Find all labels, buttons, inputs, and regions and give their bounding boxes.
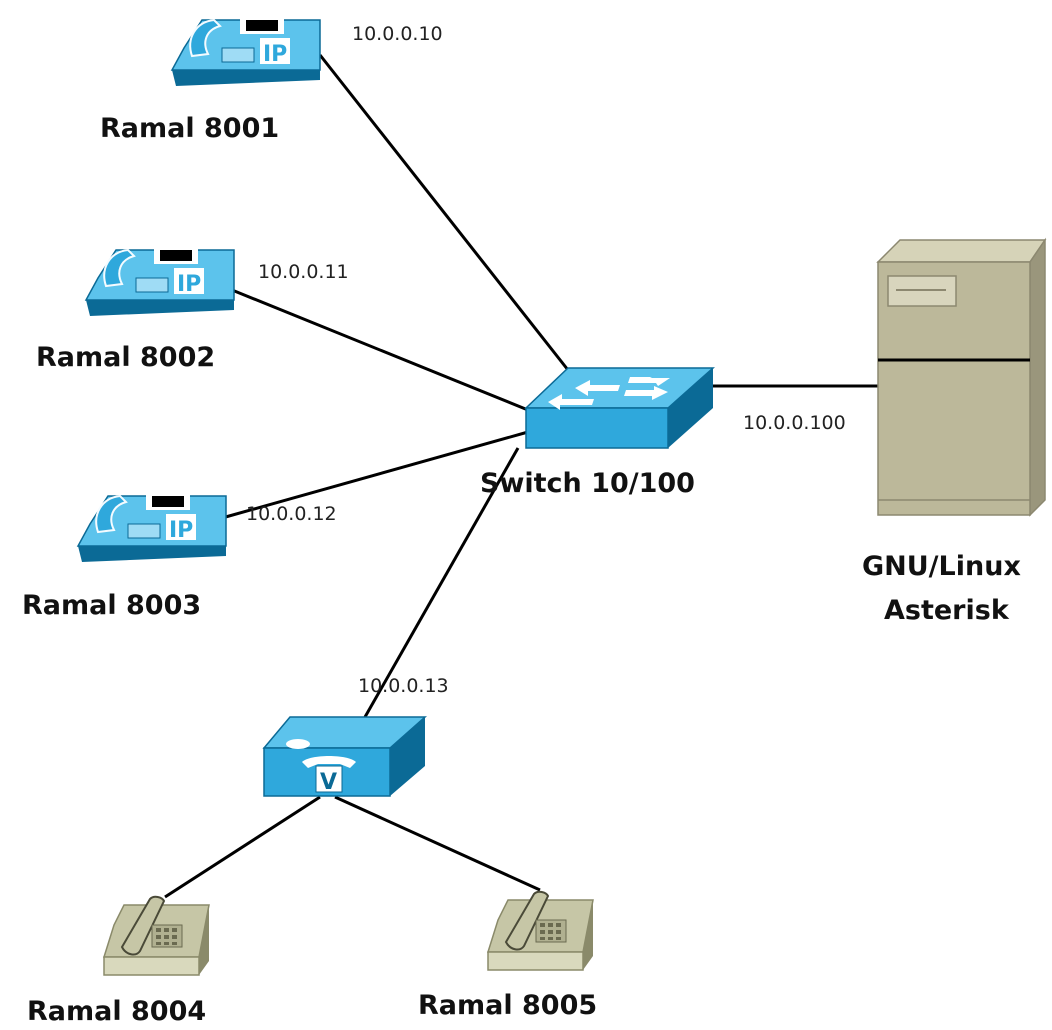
ip-phone-8002: IP	[84, 248, 235, 316]
handset-icon	[504, 890, 550, 951]
server-top	[876, 239, 1047, 263]
ip-10-0-0-13: 10.0.0.13	[358, 675, 449, 697]
label-ramal-8001: Ramal 8001	[100, 113, 279, 144]
link-ata-8005	[334, 795, 541, 892]
ata-side	[390, 717, 425, 796]
keypad-buttons	[156, 928, 177, 945]
handset-icon	[120, 895, 166, 956]
phone-base-front	[78, 546, 226, 562]
ip-10-0-0-11: 10.0.0.11	[258, 261, 349, 283]
network-switch	[524, 367, 715, 449]
server-side	[1029, 237, 1046, 517]
ip-phone-8003: IP	[76, 494, 227, 562]
ip-10-0-0-100: 10.0.0.100	[743, 412, 846, 434]
link-8001-switch	[318, 54, 570, 371]
phone-keypad	[135, 277, 169, 293]
link-ata-switch	[363, 447, 520, 718]
phone-screen-display	[246, 20, 278, 31]
ata-badge-text: V	[320, 770, 337, 795]
ata-led-icon	[286, 739, 310, 749]
ip-10-0-0-10: 10.0.0.10	[352, 23, 443, 45]
label-ramal-8002: Ramal 8002	[36, 342, 215, 373]
link-8002-switch	[231, 288, 529, 412]
ip-10-0-0-12: 10.0.0.12	[246, 503, 337, 525]
link-8003-switch	[221, 430, 529, 520]
phone-keypad	[127, 523, 161, 539]
label-switch: Switch 10/100	[480, 468, 695, 499]
analog-telephone-adapter: V	[262, 716, 427, 797]
handset-icon	[103, 248, 136, 288]
link-ata-8004	[164, 795, 321, 899]
analog-phone-8005	[486, 890, 594, 971]
label-server-line1: GNU/Linux	[862, 551, 1021, 582]
handset-icon	[189, 18, 222, 58]
label-server-line2: Asterisk	[884, 595, 1010, 626]
phone-badge-box	[174, 268, 204, 294]
label-ramal-8005: Ramal 8005	[418, 990, 597, 1021]
handset-icon	[95, 494, 128, 534]
phone-badge-box	[166, 514, 196, 540]
switch-front	[525, 407, 669, 449]
phone-side	[199, 905, 209, 975]
ata-phone-icon	[302, 756, 356, 768]
switch-side	[668, 368, 713, 448]
label-ramal-8003: Ramal 8003	[22, 590, 201, 621]
phone-front	[487, 951, 584, 971]
links	[164, 54, 878, 899]
ip-badge-text: IP	[177, 272, 201, 297]
phone-badge-box	[260, 38, 290, 64]
phone-side	[583, 900, 593, 970]
ip-phone-8001: IP	[170, 18, 321, 86]
phone-base-front	[172, 70, 320, 86]
phone-base-front	[86, 300, 234, 316]
label-ramal-8004: Ramal 8004	[27, 996, 206, 1027]
phone-front	[103, 956, 200, 976]
ip-badge-text: IP	[263, 42, 287, 67]
phone-keypad	[221, 47, 255, 63]
analog-phone-8004	[102, 895, 210, 976]
server-tower	[876, 237, 1047, 517]
phone-screen-display	[160, 250, 192, 261]
ip-badge-text: IP	[169, 518, 193, 543]
ata-badge-box	[315, 765, 343, 793]
keypad-buttons	[540, 923, 561, 940]
switch-arrows-icon	[548, 377, 670, 410]
phone-screen-display	[152, 496, 184, 507]
